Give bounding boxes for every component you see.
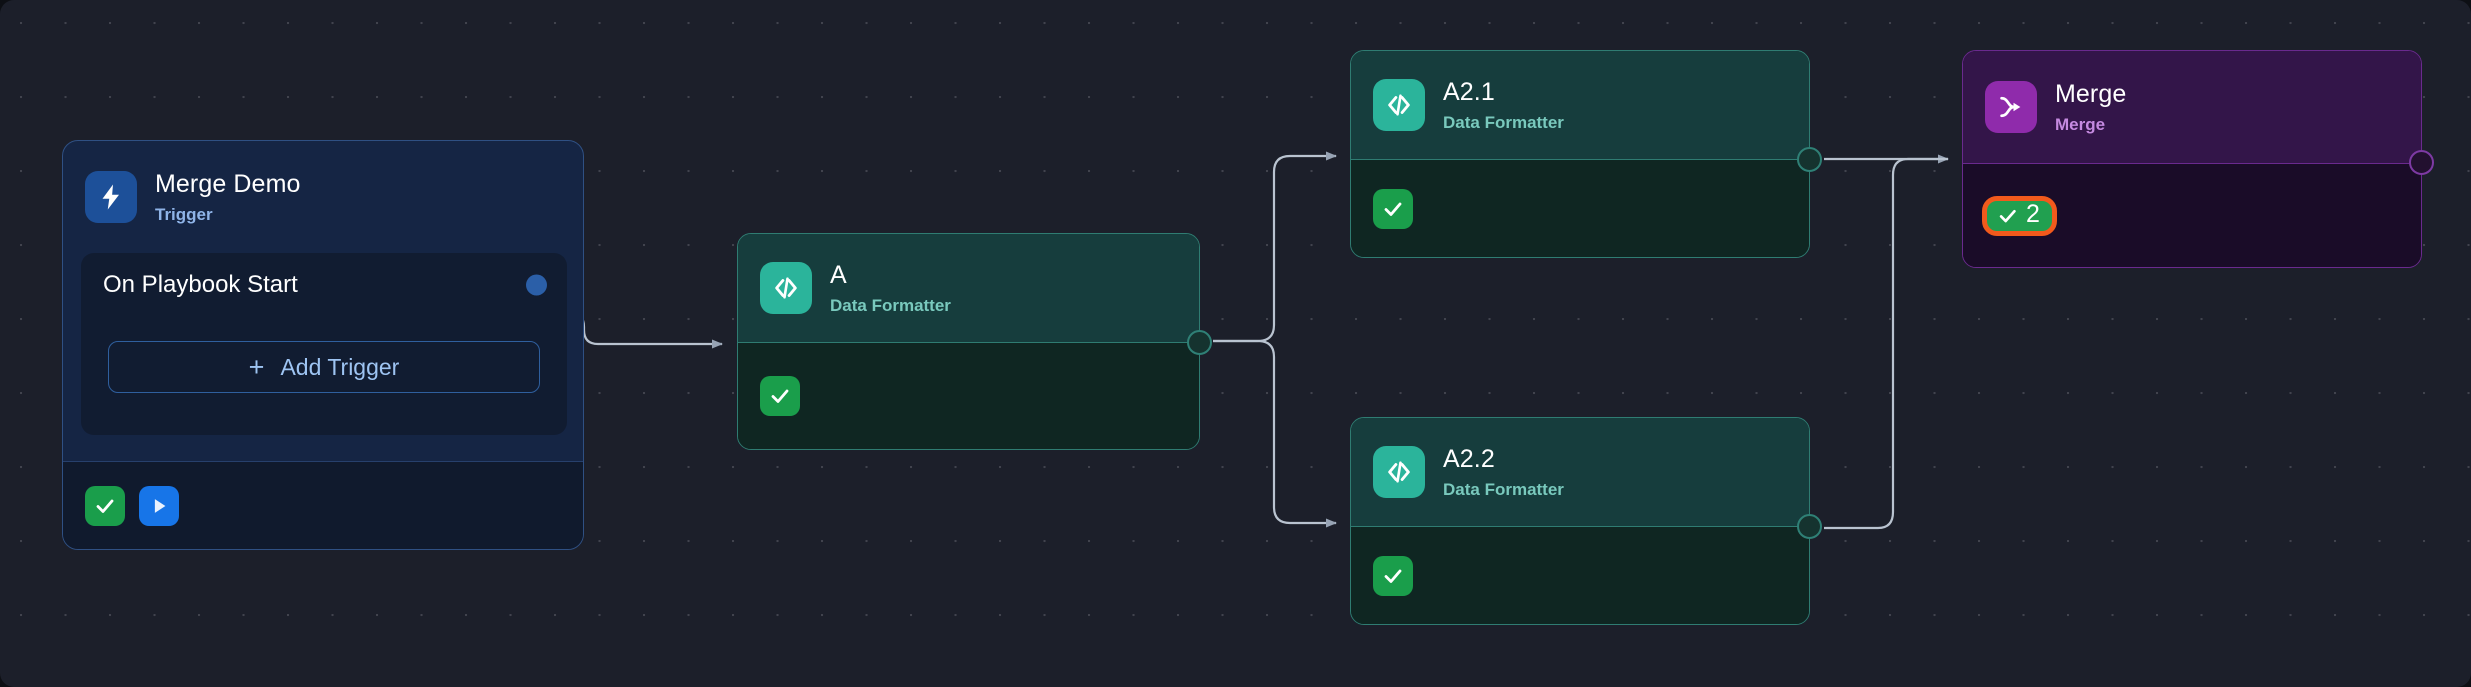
merge-count-badge[interactable]: 2 bbox=[1982, 195, 2057, 236]
node-header: A2.2 Data Formatter bbox=[1351, 418, 1809, 526]
plus-icon: + bbox=[248, 351, 265, 382]
node-subtitle: Data Formatter bbox=[830, 295, 951, 315]
check-icon bbox=[1999, 209, 2016, 222]
add-trigger-button[interactable]: + Add Trigger bbox=[108, 341, 540, 393]
trigger-list-panel: On Playbook Start + Add Trigger bbox=[81, 253, 567, 435]
output-port-ring[interactable] bbox=[2409, 150, 2434, 175]
code-brackets-icon bbox=[1373, 79, 1425, 131]
play-icon bbox=[154, 498, 166, 513]
node-title-group: A2.2 Data Formatter bbox=[1443, 444, 1564, 499]
output-port-ring[interactable] bbox=[1187, 330, 1212, 355]
merge-arrow-icon bbox=[1985, 81, 2037, 133]
node-title-group: A Data Formatter bbox=[830, 260, 951, 315]
merge-count-value: 2 bbox=[2026, 200, 2040, 228]
code-brackets-icon bbox=[1373, 446, 1425, 498]
node-subtitle: Trigger bbox=[155, 204, 213, 224]
add-trigger-label: Add Trigger bbox=[280, 353, 400, 380]
node-title-group: A2.1 Data Formatter bbox=[1443, 77, 1564, 132]
check-icon bbox=[1384, 569, 1402, 583]
trigger-row-on-playbook-start[interactable]: On Playbook Start bbox=[81, 253, 567, 317]
edge-a-to-a22 bbox=[1213, 339, 1337, 528]
node-header: Merge Merge bbox=[1963, 51, 2421, 163]
node-header: Merge Demo Trigger bbox=[63, 141, 583, 253]
edge-a22-to-merge bbox=[1824, 157, 1948, 530]
node-footer bbox=[1351, 526, 1809, 624]
node-subtitle: Merge bbox=[2055, 114, 2106, 134]
code-brackets-icon bbox=[760, 262, 812, 314]
node-a2-2-data-formatter[interactable]: A2.2 Data Formatter bbox=[1350, 417, 1822, 625]
node-header: A Data Formatter bbox=[738, 234, 1199, 342]
run-play-chip[interactable] bbox=[139, 485, 179, 526]
status-check-chip[interactable] bbox=[1373, 188, 1413, 229]
node-a-data-formatter[interactable]: A Data Formatter bbox=[737, 233, 1212, 450]
status-check-chip[interactable] bbox=[85, 485, 125, 526]
node-title: A2.1 bbox=[1443, 77, 1495, 106]
node-footer bbox=[1351, 159, 1809, 257]
node-merge[interactable]: Merge Merge 2 bbox=[1962, 50, 2434, 268]
edge-a-to-a21 bbox=[1213, 151, 1337, 343]
output-port-ring[interactable] bbox=[1797, 147, 1822, 172]
node-title: A bbox=[830, 260, 847, 289]
check-icon bbox=[771, 389, 789, 403]
check-icon bbox=[96, 499, 114, 513]
lightning-bolt-icon bbox=[85, 171, 137, 223]
check-icon bbox=[1384, 202, 1402, 216]
node-header: A2.1 Data Formatter bbox=[1351, 51, 1809, 159]
node-merge-demo-trigger[interactable]: Merge Demo Trigger On Playbook Start + A… bbox=[62, 140, 584, 550]
status-check-chip[interactable] bbox=[1373, 555, 1413, 596]
output-port-dot[interactable] bbox=[526, 274, 547, 296]
node-title-group: Merge Demo Trigger bbox=[155, 169, 301, 224]
node-title: A2.2 bbox=[1443, 444, 1495, 473]
node-footer bbox=[63, 461, 583, 549]
node-subtitle: Data Formatter bbox=[1443, 112, 1564, 132]
node-a2-1-data-formatter[interactable]: A2.1 Data Formatter bbox=[1350, 50, 1822, 258]
node-title-group: Merge Merge bbox=[2055, 79, 2127, 134]
node-title: Merge bbox=[2055, 79, 2127, 108]
trigger-row-label: On Playbook Start bbox=[103, 271, 298, 298]
node-title: Merge Demo bbox=[155, 169, 301, 198]
output-port-ring[interactable] bbox=[1797, 514, 1822, 539]
node-subtitle: Data Formatter bbox=[1443, 479, 1564, 499]
node-footer bbox=[738, 342, 1199, 449]
node-footer: 2 bbox=[1963, 163, 2421, 267]
status-check-chip[interactable] bbox=[760, 376, 800, 416]
